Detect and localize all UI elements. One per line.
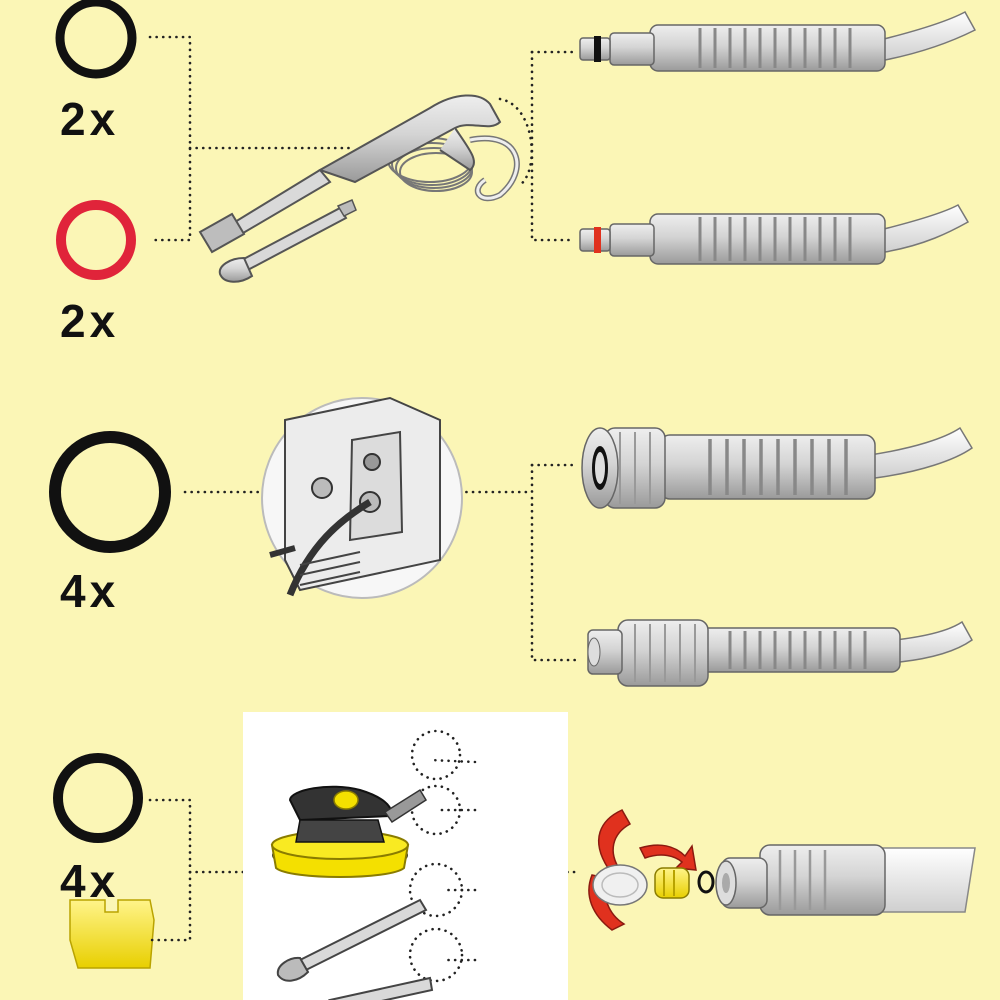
hose-fitting-icon: [581, 426, 974, 509]
spray-gun-icon: [198, 94, 520, 254]
accessory-connector-circles: [408, 729, 477, 983]
hose-fitting-icon: [579, 203, 970, 265]
red-o-ring-icon: [56, 200, 136, 280]
hose-fitting-icon: [587, 619, 973, 687]
quantity-label-red-o-ring-gun: 2x: [60, 295, 120, 347]
black-o-ring-icon: [55, 0, 137, 79]
surface-cleaner-icon: [270, 785, 428, 878]
spray-lance-icon: [218, 199, 357, 283]
black-o-ring-small-icon: [53, 753, 143, 843]
yellow-adapter-icon: [69, 899, 155, 969]
quantity-label-black-o-ring-accessories: 4x: [60, 855, 120, 907]
quantity-label-black-o-ring-gun: 2x: [60, 93, 120, 145]
nozzle-disassembly-icon: [588, 809, 976, 931]
hose-fitting-icon: [579, 10, 977, 72]
spray-lance-icon: [276, 898, 434, 1000]
machine-outlet-icon: [261, 396, 463, 599]
quantity-label-black-o-ring-machine: 4x: [60, 565, 120, 617]
large-black-o-ring-icon: [49, 431, 171, 553]
